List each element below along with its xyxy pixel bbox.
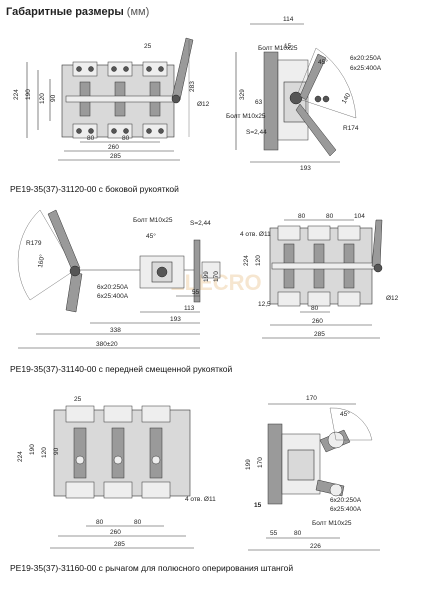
svg-text:Болт М10х25: Болт М10х25: [258, 45, 298, 52]
svg-text:224: 224: [243, 255, 250, 266]
fig3-side-view: 170 45° 199 170 15 6х20:250А 6х25:400А Б…: [245, 395, 380, 551]
svg-text:224: 224: [17, 451, 24, 462]
svg-text:15: 15: [284, 43, 292, 50]
svg-text:R174: R174: [343, 125, 359, 132]
svg-text:Ø12: Ø12: [386, 295, 399, 302]
svg-text:25: 25: [144, 43, 152, 50]
svg-text:80: 80: [326, 213, 334, 220]
svg-text:120: 120: [39, 93, 46, 104]
svg-text:80: 80: [122, 135, 130, 142]
svg-text:6х20:250А: 6х20:250А: [330, 497, 362, 504]
svg-text:193: 193: [170, 316, 181, 323]
svg-text:Болт М10х25: Болт М10х25: [226, 113, 266, 120]
unit-label: (мм): [126, 6, 150, 18]
svg-text:90: 90: [50, 94, 57, 102]
svg-text:80: 80: [96, 519, 104, 526]
svg-text:199: 199: [203, 271, 210, 282]
svg-text:4 отв. Ø11: 4 отв. Ø11: [240, 231, 271, 238]
svg-text:329: 329: [239, 89, 246, 100]
svg-text:190: 190: [29, 444, 36, 455]
svg-text:120: 120: [41, 447, 48, 458]
svg-text:Болт М10х25: Болт М10х25: [312, 520, 352, 527]
svg-text:140: 140: [341, 92, 353, 105]
svg-text:6х20:250А: 6х20:250А: [350, 55, 382, 62]
page-title: Габаритные размеры (мм): [6, 6, 150, 18]
svg-text:Ø12: Ø12: [197, 101, 210, 108]
svg-text:260: 260: [110, 529, 121, 536]
svg-text:80: 80: [311, 305, 319, 312]
svg-text:104: 104: [354, 213, 365, 220]
svg-text:193: 193: [300, 165, 311, 172]
svg-text:15: 15: [254, 502, 262, 509]
fig1-side-view: 114 15 45° Болт М10х25 6х20:250А 6х25:40…: [226, 16, 382, 172]
svg-text:45°: 45°: [340, 410, 350, 418]
caption-front-handle: РЕ19-35(37)-31140-00 с передней смещенно…: [10, 364, 233, 374]
svg-text:55: 55: [270, 530, 278, 537]
caption-side-handle: РЕ19-35(37)-31120-00 с боковой рукояткой: [10, 184, 179, 194]
svg-text:120: 120: [255, 255, 262, 266]
fig1-front-view: 224 190 120 90 283 25 Ø12 80 80 260 285: [13, 37, 210, 161]
fig2-front-view: 4 отв. Ø11 80 80 104 224 120 Ø12 12,5 80…: [240, 213, 399, 339]
svg-text:4 отв. Ø11: 4 отв. Ø11: [185, 496, 216, 503]
svg-text:12,5: 12,5: [258, 301, 271, 308]
caption-lever: РЕ19-35(37)-31160-00 с рычагом для полюс…: [10, 563, 294, 573]
svg-text:380±20: 380±20: [96, 341, 118, 348]
svg-text:45°: 45°: [318, 58, 328, 66]
svg-text:170: 170: [306, 395, 317, 402]
svg-text:285: 285: [114, 541, 125, 548]
svg-text:80: 80: [134, 519, 142, 526]
svg-text:113: 113: [184, 305, 195, 312]
svg-text:80: 80: [298, 213, 306, 220]
svg-text:224: 224: [13, 89, 20, 100]
svg-text:160°: 160°: [36, 253, 46, 268]
svg-text:63: 63: [255, 99, 263, 106]
svg-text:170: 170: [213, 271, 220, 282]
svg-text:285: 285: [314, 331, 325, 338]
svg-text:226: 226: [310, 543, 321, 550]
svg-text:45°: 45°: [146, 232, 156, 240]
svg-text:260: 260: [108, 144, 119, 151]
svg-text:6х25:400А: 6х25:400А: [330, 506, 362, 513]
svg-text:170: 170: [257, 457, 264, 468]
svg-text:6х25:400А: 6х25:400А: [97, 293, 129, 300]
svg-text:80: 80: [87, 135, 95, 142]
svg-text:R179: R179: [26, 240, 42, 247]
svg-text:114: 114: [283, 16, 294, 23]
svg-text:90: 90: [53, 447, 60, 455]
svg-text:25: 25: [74, 396, 82, 403]
fig2-mechanism: R179 160° Болт М10х25 S=2,44 45° 6х20:25…: [17, 209, 221, 349]
svg-text:283: 283: [189, 81, 196, 92]
svg-text:6х25:400А: 6х25:400А: [350, 65, 382, 72]
svg-text:S=2,44: S=2,44: [246, 129, 267, 136]
svg-text:6х20:250А: 6х20:250А: [97, 284, 129, 291]
svg-text:55: 55: [192, 289, 200, 296]
svg-text:199: 199: [245, 459, 252, 470]
svg-text:260: 260: [312, 318, 323, 325]
svg-text:190: 190: [25, 89, 32, 100]
svg-text:S=2,44: S=2,44: [190, 220, 211, 227]
svg-text:Болт М10х25: Болт М10х25: [133, 217, 173, 224]
fig3-front-view: 25 224 190 120 90 4 отв. Ø11 80 80 260 2…: [17, 396, 216, 549]
svg-text:285: 285: [110, 153, 121, 160]
svg-text:338: 338: [110, 327, 121, 334]
svg-text:80: 80: [294, 530, 302, 537]
